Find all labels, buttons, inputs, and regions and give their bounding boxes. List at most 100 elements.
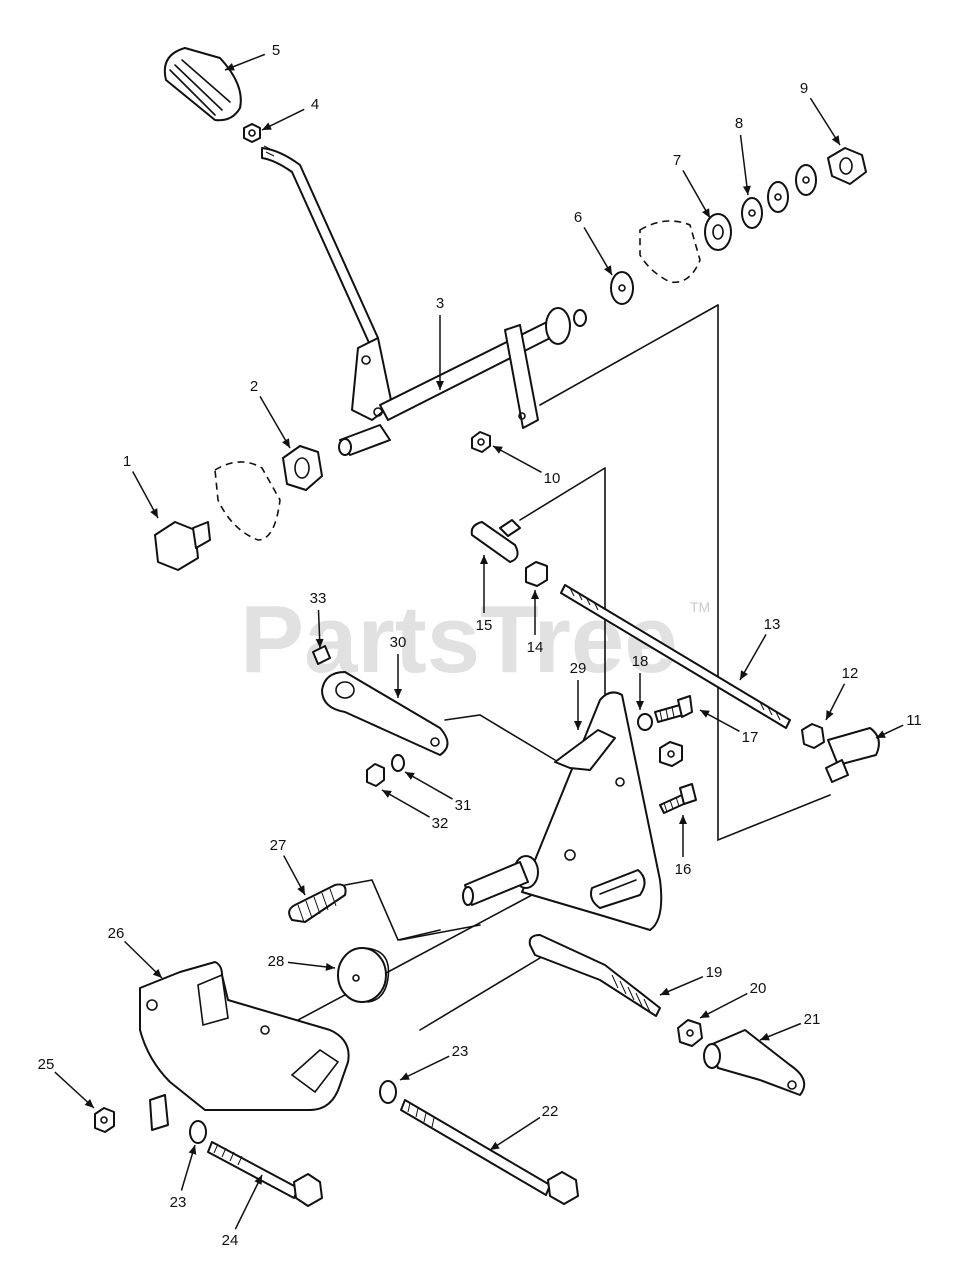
callout-2: 2: [250, 378, 291, 449]
callout-4: 4: [261, 96, 319, 131]
callout-number: 20: [750, 980, 767, 997]
callout-number: 33: [310, 590, 327, 607]
callout-19: 19: [659, 964, 723, 996]
callout-number: 10: [544, 470, 561, 487]
callout-9: 9: [800, 80, 841, 146]
leader-arrowhead: [400, 1072, 410, 1080]
swivel-11: [825, 727, 880, 783]
bracket-plate-29: [521, 691, 663, 931]
clevis-21: [703, 1029, 806, 1096]
leader-arrowhead: [679, 815, 687, 824]
leader-arrowhead: [493, 446, 503, 454]
callout-10: 10: [492, 445, 561, 487]
leader-arrowhead: [876, 730, 886, 738]
watermark: PartsTree: [240, 586, 678, 693]
callout-27: 27: [270, 837, 306, 896]
leader-line: [381, 789, 430, 818]
callout-33: 33: [310, 590, 327, 649]
leader-line: [399, 1055, 450, 1081]
nut-14: [525, 561, 548, 587]
callout-5: 5: [224, 42, 280, 71]
callout-number: 22: [542, 1103, 559, 1120]
leader-arrowhead: [760, 1032, 770, 1041]
callout-14: 14: [527, 590, 543, 656]
callout-number: 11: [906, 712, 922, 729]
nut-9: [827, 147, 867, 185]
small-nut-10a: [471, 431, 491, 453]
callout-number: 3: [436, 295, 444, 312]
callout-number: 12: [842, 665, 859, 682]
leader-arrowhead: [700, 710, 710, 718]
bracket-26: [139, 961, 350, 1131]
callout-25: 25: [38, 1056, 95, 1109]
callout-number: 21: [804, 1011, 821, 1028]
leader-arrowhead: [394, 689, 402, 698]
leader-arrowhead: [262, 122, 272, 130]
washer-23b: [189, 1120, 207, 1144]
callout-23: 23: [170, 1144, 197, 1211]
callout-number: 32: [432, 815, 449, 832]
leader-arrowhead: [297, 885, 305, 895]
small-nut: [243, 123, 261, 143]
callout-6: 6: [574, 209, 613, 276]
leader-arrowhead: [152, 968, 162, 978]
leader-arrowhead: [325, 962, 335, 971]
washer-6: [610, 271, 634, 305]
leader-arrowhead: [831, 135, 840, 145]
callout-number: 16: [675, 861, 692, 878]
callout-number: 28: [268, 953, 285, 970]
callout-31: 31: [404, 771, 472, 814]
spring-27: [288, 883, 347, 923]
callout-number: 6: [574, 209, 582, 226]
leader-line: [583, 226, 613, 276]
leader-arrowhead: [315, 638, 324, 648]
leader-line: [404, 771, 453, 800]
callout-17: 17: [699, 709, 759, 746]
callout-number: 17: [742, 729, 759, 746]
screw-16: [659, 783, 697, 814]
callout-number: 19: [706, 964, 723, 981]
dashed-plate-right: [639, 220, 701, 284]
callout-29: 29: [570, 660, 586, 730]
leader-arrowhead: [150, 508, 158, 518]
leader-arrowhead: [636, 701, 644, 710]
callout-number: 18: [632, 653, 649, 670]
bolt-22: [400, 1099, 579, 1205]
callout-number: 23: [452, 1043, 469, 1060]
callout-number: 13: [764, 616, 781, 633]
leader-arrowhead: [382, 790, 392, 798]
leader-arrowhead: [225, 62, 235, 71]
callout-1: 1: [123, 453, 159, 519]
pivot-pin: [462, 855, 539, 906]
callout-number: 26: [108, 925, 125, 942]
leader-arrowhead: [574, 721, 582, 730]
leader-arrowhead: [490, 1141, 500, 1150]
callout-number: 27: [270, 837, 287, 854]
callout-8: 8: [735, 115, 751, 196]
callout-number: 31: [455, 797, 472, 814]
leader-arrowhead: [84, 1098, 94, 1108]
nut-20: [677, 1019, 703, 1047]
callout-21: 21: [759, 1011, 821, 1041]
callout-number: 1: [123, 453, 131, 470]
leader-arrowhead: [700, 1010, 710, 1018]
leader-arrowhead: [826, 710, 834, 720]
leader-arrowhead: [282, 438, 290, 448]
lever-grip: [163, 47, 242, 122]
callout-13: 13: [739, 616, 781, 681]
leader-line: [492, 445, 542, 473]
callout-11: 11: [875, 712, 922, 739]
hex-nut-2: [282, 445, 323, 491]
leader-arrowhead: [254, 1175, 262, 1185]
callout-20: 20: [699, 980, 767, 1019]
screw-17: [654, 695, 693, 723]
washer-31: [391, 754, 405, 772]
leader-line: [234, 1174, 263, 1230]
callout-28: 28: [268, 953, 336, 971]
callout-30: 30: [390, 634, 406, 698]
nut-25: [94, 1107, 115, 1133]
nut-10b: [659, 741, 683, 767]
rod-19: [528, 934, 661, 1017]
callout-7: 7: [673, 152, 711, 219]
